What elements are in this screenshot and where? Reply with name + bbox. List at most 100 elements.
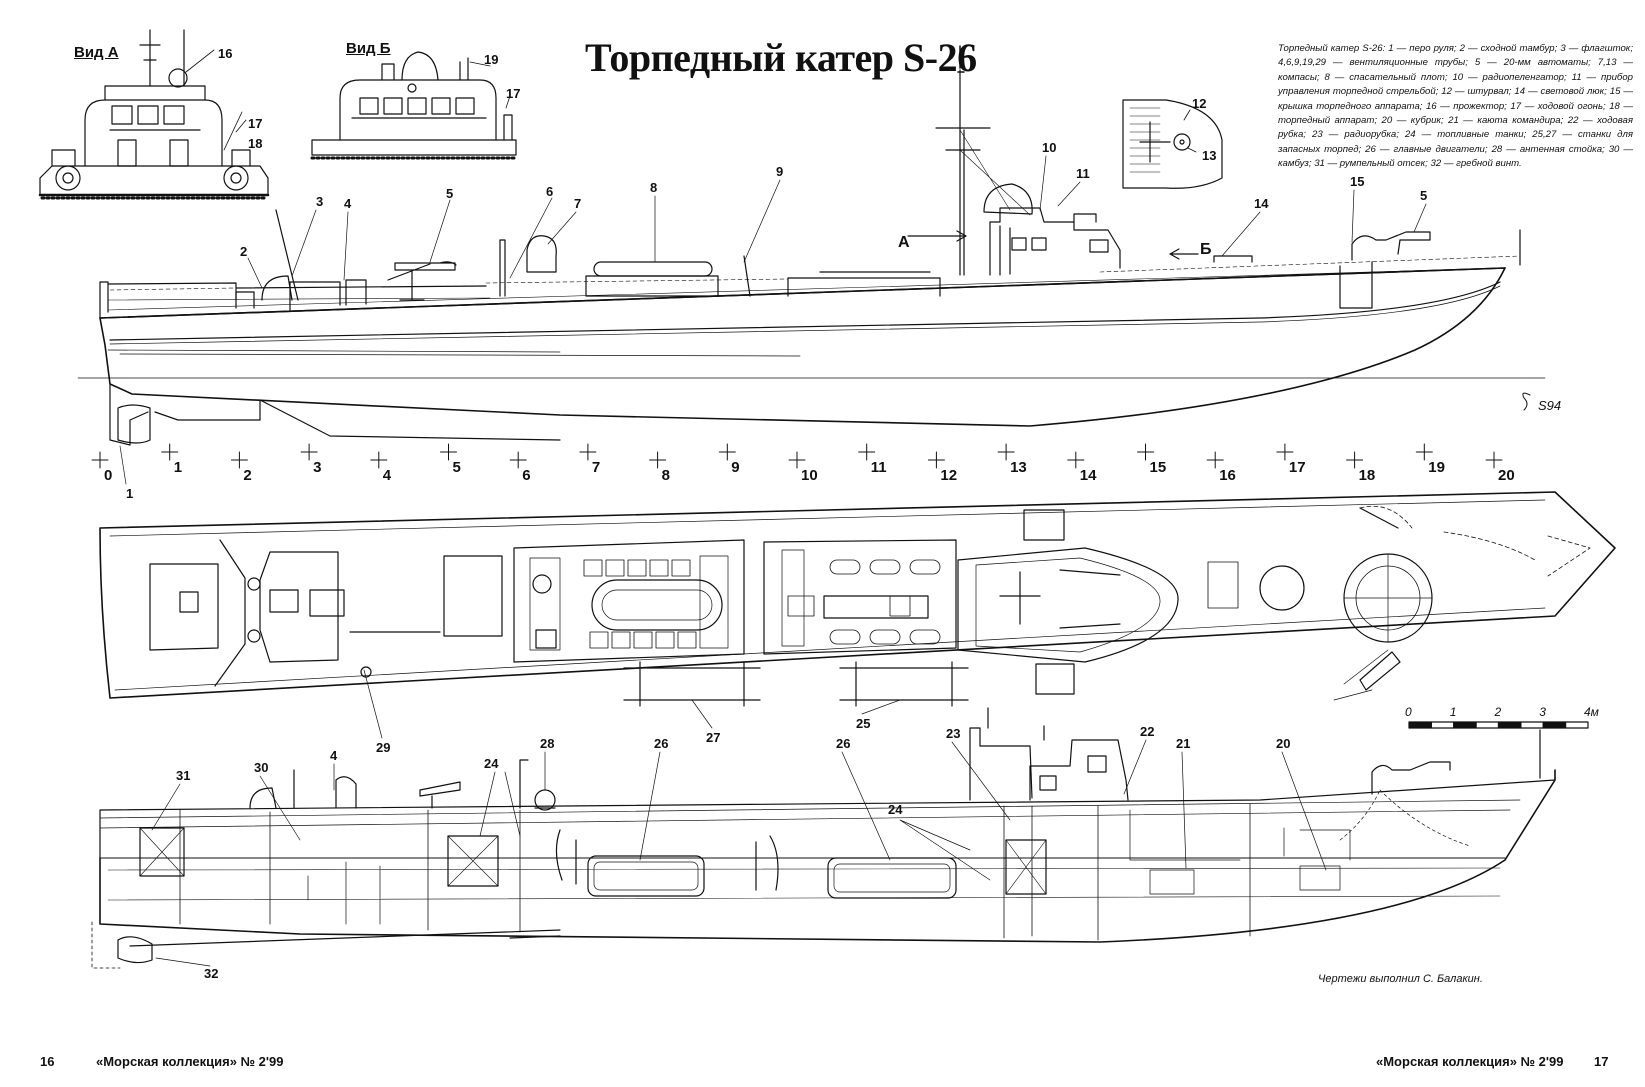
callout-number: 9 <box>776 164 783 179</box>
scale-bar-segment <box>1497 721 1522 729</box>
callout-number: 8 <box>650 180 657 195</box>
view-a-label: Вид А <box>74 44 119 61</box>
callout-number: 12 <box>1192 96 1206 111</box>
frame-cross-mark <box>1485 451 1503 469</box>
callout-number: 2 <box>240 244 247 259</box>
callout-number: 25 <box>856 716 870 731</box>
leader-lines <box>119 155 1427 967</box>
frame-cross-mark <box>858 443 876 461</box>
draftsman-signature: S94 <box>1538 398 1561 413</box>
callout-number: 4 <box>330 748 338 763</box>
frame-number: 8 <box>662 467 670 484</box>
callout-number: 5 <box>446 186 453 201</box>
scale-tick-label: 0 <box>1405 705 1412 719</box>
callout-number: 3 <box>316 194 323 209</box>
scale-bar-segment <box>1565 721 1589 729</box>
frame-cross-mark <box>649 451 667 469</box>
inboard-section-drawing <box>91 707 1556 969</box>
drawing-title: Торпедный катер S-26 <box>585 35 977 80</box>
scale-bar-segment <box>1453 721 1477 729</box>
frame-number: 0 <box>104 467 112 484</box>
callout-number: 26 <box>836 736 850 751</box>
scale-tick-label: 3 <box>1539 705 1546 719</box>
frame-number: 20 <box>1498 467 1515 484</box>
frame-cross-mark <box>927 451 945 469</box>
callout-number: 19 <box>484 52 498 67</box>
frame-cross-mark <box>1415 443 1433 461</box>
callout-number: 21 <box>1176 736 1190 751</box>
frame-number: 9 <box>731 459 739 476</box>
scale-bar-segment <box>1475 721 1500 729</box>
callout-number: 10 <box>1042 140 1056 155</box>
callout-number: 15 <box>1350 174 1364 189</box>
callout-number: 24 <box>484 756 499 771</box>
right-page-number: 17 <box>1594 1054 1609 1069</box>
frame-cross-mark <box>718 443 736 461</box>
frame-number: 1 <box>174 459 182 476</box>
callout-number: 27 <box>706 730 720 745</box>
view-b-label: Вид Б <box>346 40 391 57</box>
frame-cross-mark <box>300 443 318 461</box>
frame-number: 13 <box>1010 459 1027 476</box>
frame-number: 4 <box>383 467 392 484</box>
frame-number: 12 <box>940 467 957 484</box>
frame-number: 3 <box>313 459 321 476</box>
scale-tick-label: 1 <box>1450 705 1457 719</box>
frame-number: 17 <box>1289 459 1306 476</box>
callout-number: 16 <box>218 46 232 61</box>
callout-number: 30 <box>254 760 268 775</box>
callout-number: 5 <box>1420 188 1427 203</box>
callout-number: 26 <box>654 736 668 751</box>
frame-number: 16 <box>1219 467 1236 484</box>
legend-text: Торпедный катер S-26: 1 — перо руля; 2 —… <box>1278 43 1633 170</box>
frame-cross-mark <box>91 451 109 469</box>
drawing-credit: Чертежи выполнил С. Балакин. <box>1318 973 1483 985</box>
frame-cross-mark <box>1137 443 1154 461</box>
callout-number: 22 <box>1140 724 1154 739</box>
callout-number: 17 <box>248 116 262 131</box>
frame-number: 7 <box>592 459 600 476</box>
callout-number: 23 <box>946 726 960 741</box>
callout-number: 13 <box>1202 148 1216 163</box>
frame-cross-mark <box>509 451 527 469</box>
frame-number: 5 <box>453 459 461 476</box>
callout-number: 14 <box>1254 196 1269 211</box>
callout-number: 17 <box>506 86 520 101</box>
scale-bar-segment <box>1520 721 1544 729</box>
callout-number: 20 <box>1276 736 1290 751</box>
frame-cross-mark <box>997 443 1015 461</box>
scale-bar-segment <box>1408 721 1432 729</box>
frame-number: 11 <box>871 459 887 476</box>
left-page-number: 16 <box>40 1054 55 1069</box>
callout-number: 18 <box>248 136 262 151</box>
view-a-arrow-letter: А <box>898 234 910 251</box>
callout-number: 7 <box>574 196 581 211</box>
frame-number: 15 <box>1150 459 1167 476</box>
scale-tick-label: 2 <box>1494 705 1502 719</box>
frame-cross-mark <box>161 443 179 461</box>
right-journal-name: «Морская коллекция» № 2'99 <box>1376 1054 1564 1069</box>
callout-number: 11 <box>1076 166 1090 181</box>
callout-number: 1 <box>126 486 133 501</box>
helm-detail-drawing <box>1122 99 1223 189</box>
left-journal-name: «Морская коллекция» № 2'99 <box>96 1054 284 1069</box>
frame-number: 6 <box>522 467 530 484</box>
callout-number: 4 <box>344 196 352 211</box>
callout-number: 28 <box>540 736 554 751</box>
callout-number: 24 <box>888 802 903 817</box>
frame-cross-mark <box>1206 451 1224 469</box>
callout-number: 32 <box>204 966 218 981</box>
callout-number: 31 <box>176 768 190 783</box>
frame-number: 19 <box>1428 459 1445 476</box>
frame-number: 10 <box>801 467 818 484</box>
frame-cross-mark <box>1276 443 1294 461</box>
scale-bar-segment <box>1430 721 1455 729</box>
view-b-drawing <box>310 51 518 160</box>
view-b-arrow-letter: Б <box>1200 241 1212 258</box>
callout-number: 6 <box>546 184 553 199</box>
plan-view-drawing <box>99 491 1616 707</box>
frame-number: 18 <box>1359 467 1376 484</box>
frame-cross-mark <box>579 443 597 461</box>
